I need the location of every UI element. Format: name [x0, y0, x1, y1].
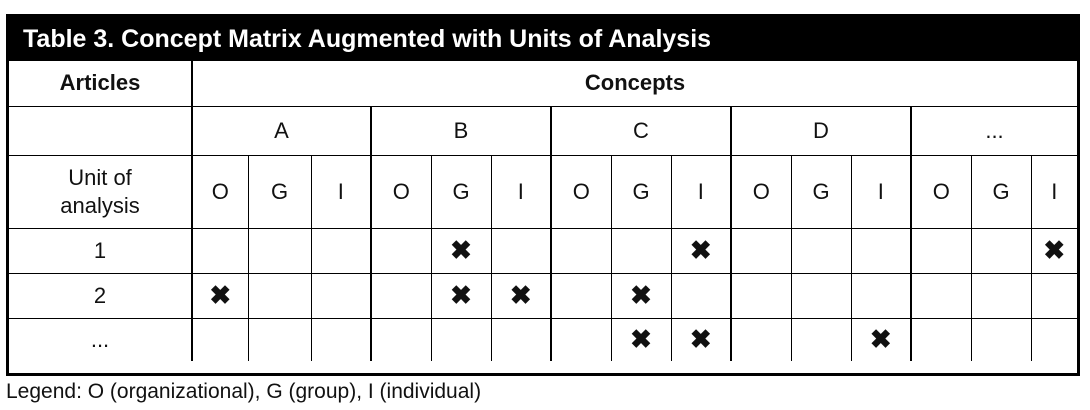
matrix-cell: ✖: [430, 272, 492, 319]
concepts-header: Concepts: [191, 61, 1077, 107]
articles-header: Articles: [9, 61, 193, 107]
cross-mark-icon: ✖: [869, 323, 892, 354]
cross-mark-icon: ✖: [1043, 234, 1066, 265]
article-row: ... ✖ ✖ ✖: [9, 317, 1077, 361]
matrix-cell: [730, 272, 792, 319]
matrix-cell: ✖: [610, 272, 672, 319]
concept-group-header: ...: [910, 105, 1077, 156]
matrix-cell: [310, 227, 372, 274]
cross-mark-icon: ✖: [209, 279, 232, 310]
cross-mark-icon: ✖: [450, 234, 472, 265]
unit-label-line-2: analysis: [60, 192, 140, 218]
unit-subcolumn-header: I: [850, 154, 912, 229]
article-label: ...: [9, 317, 193, 361]
unit-subcolumn-header: G: [247, 154, 312, 229]
table-legend: Legend: O (organizational), G (group), I…: [6, 380, 482, 403]
matrix-cell: [910, 272, 972, 319]
cross-mark-icon: ✖: [630, 323, 652, 354]
matrix-cell: [550, 272, 612, 319]
unit-subcolumn-header: G: [970, 154, 1032, 229]
unit-subcolumn-header: O: [370, 154, 432, 229]
matrix-cell: [191, 317, 249, 361]
matrix-cell: ✖: [430, 227, 492, 274]
article-row: 2 ✖ ✖ ✖ ✖: [9, 272, 1077, 319]
article-row: 1 ✖ ✖ ✖: [9, 227, 1077, 274]
matrix-cell: ✖: [850, 317, 912, 361]
unit-subcolumn-header: I: [670, 154, 732, 229]
matrix-cell: [247, 227, 312, 274]
matrix-cell: ✖: [610, 317, 672, 361]
matrix-cell: [370, 272, 432, 319]
article-label: 1: [9, 227, 193, 274]
cross-mark-icon: ✖: [630, 279, 652, 310]
unit-subcolumn-header: G: [790, 154, 852, 229]
matrix-cell: [790, 317, 852, 361]
unit-subcolumn-header: O: [910, 154, 972, 229]
header-row: Articles Concepts: [9, 61, 1077, 107]
matrix-cell: ✖: [1030, 227, 1077, 274]
unit-subcolumn-header: O: [550, 154, 612, 229]
matrix-cell: ✖: [490, 272, 552, 319]
matrix-cell: [730, 227, 792, 274]
matrix-cell: [370, 227, 432, 274]
matrix-cell: [730, 317, 792, 361]
unit-of-analysis-label: Unit of analysis: [9, 154, 193, 229]
concept-group-header: D: [730, 105, 912, 156]
unit-subcolumn-header: G: [430, 154, 492, 229]
matrix-cell: [490, 227, 552, 274]
concept-group-header: A: [191, 105, 372, 156]
matrix-cell: [247, 272, 312, 319]
matrix-cell: ✖: [670, 317, 732, 361]
cross-mark-icon: ✖: [509, 279, 532, 310]
article-label: 2: [9, 272, 193, 319]
matrix-cell: [550, 317, 612, 361]
matrix-cell: [790, 272, 852, 319]
matrix-cell: [910, 317, 972, 361]
unit-subcolumn-header: I: [1030, 154, 1077, 229]
matrix-cell: [850, 227, 912, 274]
cross-mark-icon: ✖: [689, 323, 712, 354]
cross-mark-icon: ✖: [450, 279, 472, 310]
unit-subcolumn-header: G: [610, 154, 672, 229]
matrix-cell: [490, 317, 552, 361]
matrix-cell: [790, 227, 852, 274]
concept-group-header: B: [370, 105, 552, 156]
matrix-cell: [310, 272, 372, 319]
matrix-cell: [1030, 272, 1077, 319]
matrix-cell: ✖: [191, 272, 249, 319]
matrix-cell: [850, 272, 912, 319]
unit-subcolumn-header: O: [730, 154, 792, 229]
concept-matrix-table-frame: Table 3. Concept Matrix Augmented with U…: [6, 14, 1080, 376]
matrix-cell: [247, 317, 312, 361]
unit-subcolumn-header: I: [490, 154, 552, 229]
concept-group-header: C: [550, 105, 732, 156]
matrix-cell: [670, 272, 732, 319]
cross-mark-icon: ✖: [689, 234, 712, 265]
matrix-cell: [970, 227, 1032, 274]
matrix-cell: [370, 317, 432, 361]
matrix-cell: [550, 227, 612, 274]
unit-label-line-1: Unit of: [68, 165, 132, 190]
matrix-cell: [191, 227, 249, 274]
matrix-cell: [910, 227, 972, 274]
matrix-cell: [430, 317, 492, 361]
unit-subcolumn-header: O: [191, 154, 249, 229]
matrix-cell: [970, 272, 1032, 319]
matrix-cell: [310, 317, 372, 361]
matrix-cell: [610, 227, 672, 274]
empty-header-cell: [9, 105, 193, 156]
matrix-cell: ✖: [670, 227, 732, 274]
matrix-cell: [970, 317, 1032, 361]
table-title: Table 3. Concept Matrix Augmented with U…: [9, 17, 1077, 61]
matrix-cell: [1030, 317, 1077, 361]
unit-subcolumn-header: I: [310, 154, 372, 229]
